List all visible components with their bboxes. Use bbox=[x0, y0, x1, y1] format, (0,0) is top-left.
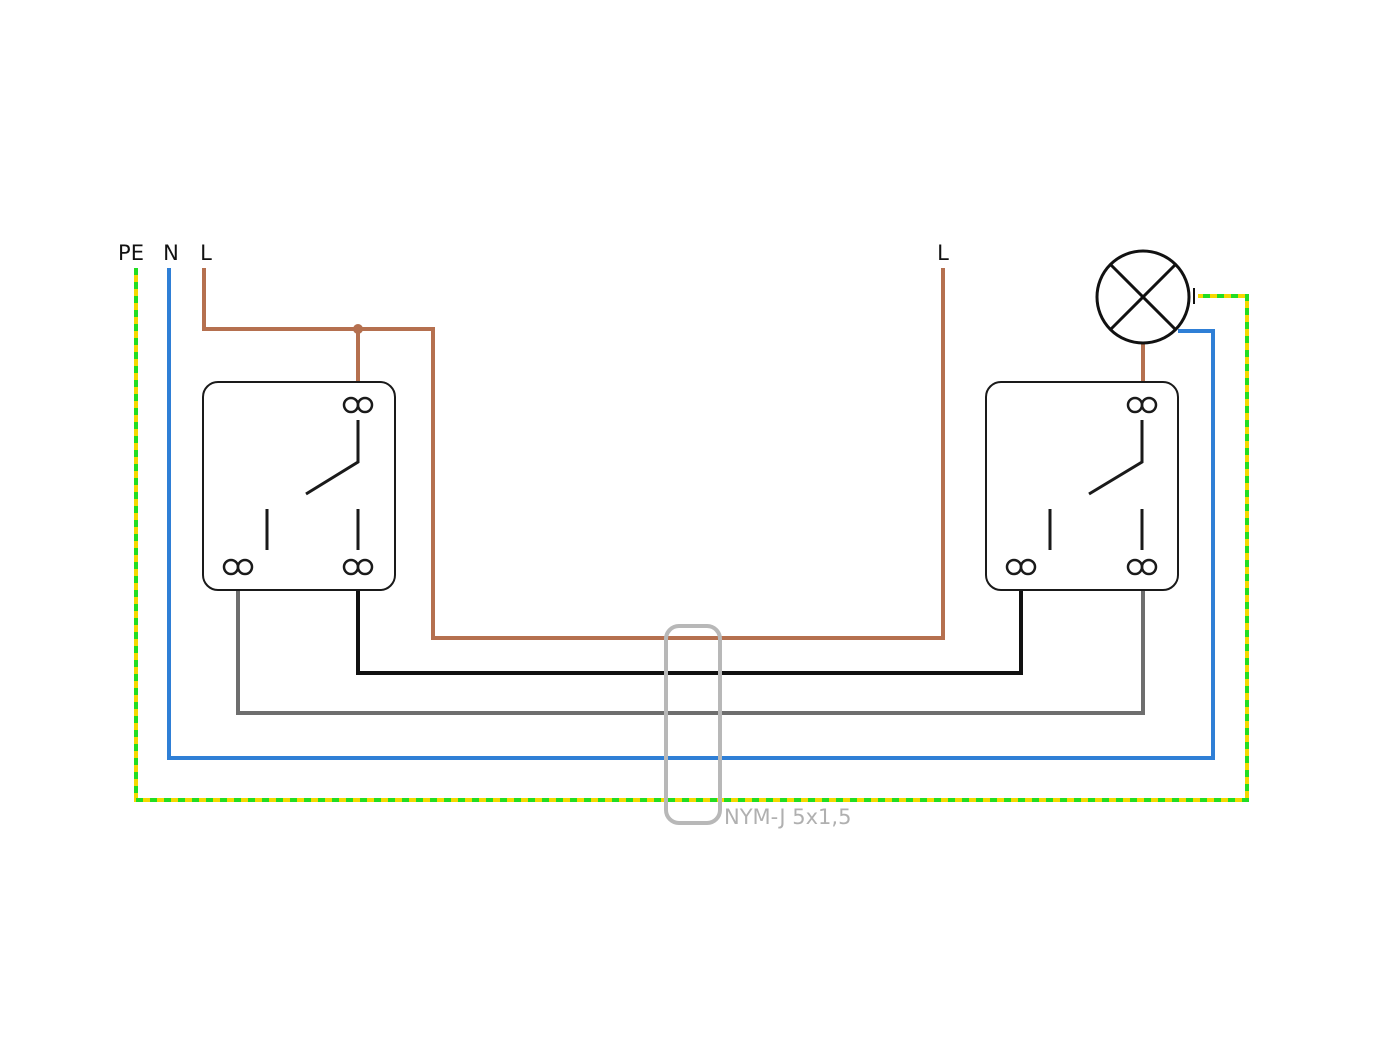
pe-wire bbox=[134, 268, 1249, 802]
label-n: N bbox=[163, 241, 179, 265]
phase-wire bbox=[202, 268, 1145, 640]
traveler-gray-wire bbox=[236, 590, 1145, 715]
label-pe: PE bbox=[118, 241, 144, 265]
terminal-icon bbox=[1005, 396, 1158, 576]
label-l-left: L bbox=[200, 241, 212, 265]
switch-right bbox=[985, 381, 1179, 591]
terminal-icon bbox=[222, 396, 374, 576]
traveler-black-wire bbox=[356, 590, 1023, 675]
cable-label: NYM-J 5x1,5 bbox=[724, 805, 851, 829]
cable-sheath bbox=[664, 624, 722, 825]
junction-dot bbox=[353, 324, 363, 334]
lamp-icon bbox=[1095, 249, 1191, 345]
neutral-wire bbox=[167, 268, 1215, 760]
label-l-right: L bbox=[937, 241, 949, 265]
switch-left bbox=[202, 381, 396, 591]
